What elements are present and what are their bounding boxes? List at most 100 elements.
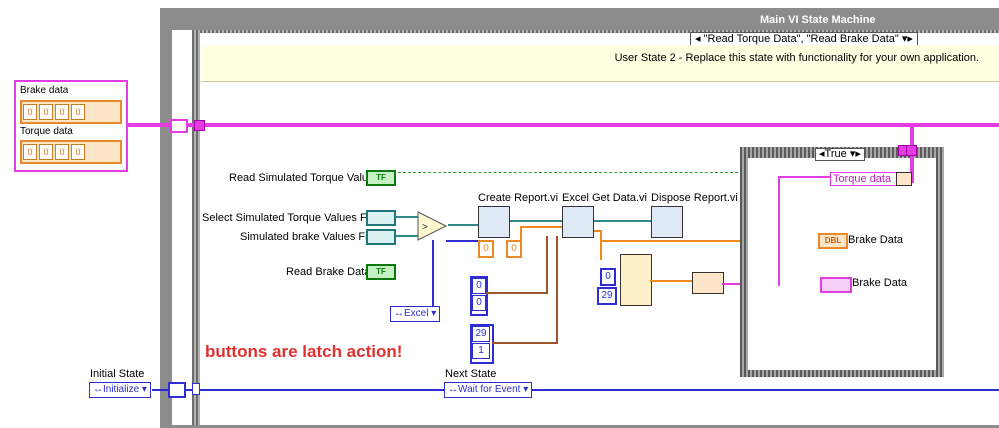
cluster-constant[interactable] [470,324,494,364]
constant-0[interactable]: 0 [506,240,522,258]
excel-get-data-vi-icon[interactable] [562,206,594,238]
simulated-brake-file-label: Simulated brake Values File [240,231,377,243]
build-array-node-icon[interactable] [692,272,724,294]
ring-arrows-icon: ↔ [93,384,103,395]
brown-wire [486,292,548,294]
inner-case-selector-value: True [824,148,847,160]
simulated-brake-file-terminal[interactable] [366,229,396,245]
report-wire [594,220,651,222]
case-selector[interactable]: ◂ "Read Torque Data", "Read Brake Data" … [690,32,918,46]
increment-arrow-icon[interactable]: ▸ [907,33,913,45]
comment-box [201,45,999,82]
dispose-report-vi-icon[interactable] [651,206,683,238]
initial-state-label: Initial State [90,368,145,380]
shift-register-state[interactable] [168,382,186,398]
next-state-label: Next State [445,368,497,380]
torque-data-bundle[interactable]: Torque data [830,172,898,186]
select-torque-file-label: Select Simulated Torque Values File [202,212,378,224]
torque-data-label: Torque data [20,126,73,137]
constant-0[interactable]: 0 [472,278,486,294]
array-cell[interactable]: 0 [23,104,37,120]
constant-1[interactable]: 1 [472,343,490,359]
orange-wire [520,226,562,228]
array-cell[interactable]: 0 [55,104,69,120]
read-simulated-torque-terminal[interactable]: TF [366,170,396,186]
case-selector-value: "Read Torque Data", "Read Brake Data" [703,33,899,45]
decrement-arrow-icon[interactable]: ◂ [695,33,701,45]
select-node-icon[interactable]: > [416,210,448,242]
array-cell[interactable]: 0 [39,104,53,120]
array-cell[interactable]: 0 [71,144,85,160]
window-title: Main VI State Machine [760,14,876,26]
latch-action-note: buttons are latch action! [205,342,403,361]
chevron-down-icon: ▾ [431,308,437,319]
pink-wire [778,176,830,178]
ring-arrows-icon: ↔ [394,308,404,319]
orange-wire [600,230,602,260]
brake-data-cluster-indicator[interactable] [820,277,852,293]
comment-text: User State 2 - Replace this state with f… [614,52,979,64]
orange-wire [650,280,694,282]
chevron-down-icon: ▾ [523,384,529,395]
excel-ring-value: Excel [404,308,429,319]
increment-arrow-icon[interactable]: ▸ [855,148,861,160]
brake-data-output-label: Brake Data [848,234,904,246]
brake-data-output-label-2: Brake Data [852,277,908,289]
cluster-wire [125,123,999,127]
orange-wire [600,240,748,242]
create-report-vi-icon[interactable] [478,206,510,238]
select-torque-file-terminal[interactable] [366,210,396,226]
constant-0[interactable]: 0 [600,268,616,286]
path-wire [396,235,418,237]
dispose-report-label: Dispose Report.vi [651,192,738,204]
report-wire [510,220,562,222]
array-cell[interactable]: 0 [55,144,69,160]
constant-29[interactable]: 29 [472,326,490,342]
pink-tunnel [906,145,917,156]
next-state-enum[interactable]: ↔Wait for Event ▾ [444,382,533,398]
initial-state-enum[interactable]: ↔Initialize ▾ [89,382,151,398]
excel-get-data-label: Excel Get Data.vi [562,192,647,204]
pink-wire [722,283,748,285]
path-wire [396,216,418,218]
ring-wire [446,240,478,242]
dropdown-arrow-icon[interactable]: ▾ [901,33,908,45]
array-cell[interactable]: 0 [39,144,53,160]
pink-wire [778,176,780,286]
create-report-label: Create Report.vi [478,192,559,204]
unbundle-node-icon[interactable] [896,172,912,186]
cluster-tunnel [194,120,205,131]
brown-wire [546,236,548,294]
ring-arrows-icon: ↔ [448,384,458,395]
constant-0[interactable]: 0 [472,295,486,311]
excel-ring[interactable]: ↔Excel ▾ [390,306,441,322]
ring-wire [432,240,434,312]
array-cell[interactable]: 0 [71,104,85,120]
cluster-constant[interactable] [470,276,488,316]
inner-case-selector[interactable]: ◂True ▾▸ [815,148,865,161]
brown-wire [492,342,558,344]
dropdown-arrow-icon[interactable]: ▾ [849,148,856,160]
initial-state-value: Initialize [103,384,140,395]
read-brake-data-terminal[interactable]: TF [366,264,396,280]
brown-wire [556,236,558,344]
read-brake-data-label: Read Brake Data [286,266,371,278]
inner-case-interior [748,158,936,370]
constant-0[interactable]: 0 [478,240,494,258]
orange-wire [520,226,522,248]
read-simulated-torque-label: Read Simulated Torque Value [229,172,375,184]
state-wire [152,389,999,391]
decrement-arrow-icon[interactable]: ◂ [819,148,825,160]
shift-register-left[interactable] [170,119,188,133]
index-array-node-icon[interactable] [620,254,652,306]
constant-29[interactable]: 29 [597,287,617,305]
dbl-indicator[interactable]: DBL [818,233,848,249]
state-tunnel [192,383,200,395]
array-cell[interactable]: 0 [23,144,37,160]
chevron-down-icon: ▾ [141,384,147,395]
svg-text:>: > [422,222,428,233]
orange-wire [594,230,602,232]
